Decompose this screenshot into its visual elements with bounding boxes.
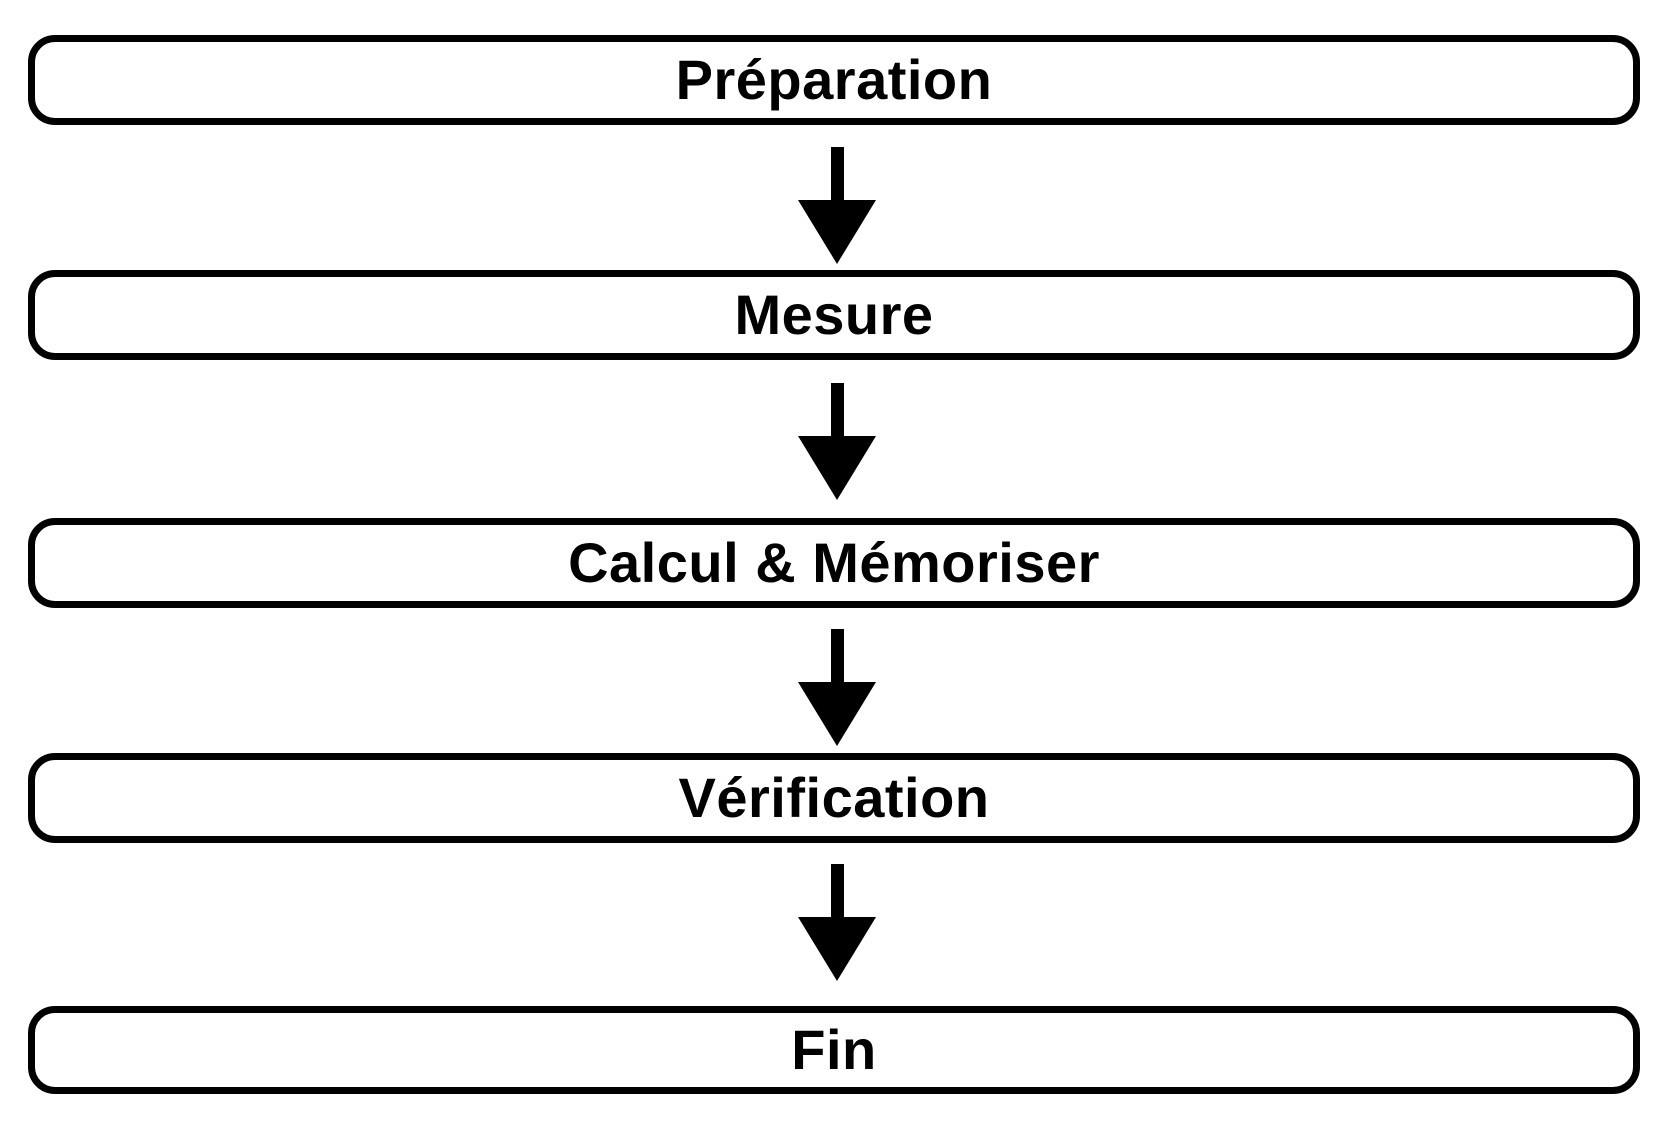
arrow-stem — [830, 147, 844, 200]
flow-node-verification-label: Vérification — [678, 766, 990, 829]
arrow-head — [798, 436, 876, 500]
arrow-stem — [830, 864, 844, 917]
flow-node-mesure: Mesure — [28, 270, 1640, 360]
down-arrow-icon — [798, 864, 876, 981]
flow-node-preparation: Préparation — [28, 35, 1640, 125]
down-arrow-icon — [798, 147, 876, 264]
arrow-head — [798, 682, 876, 746]
arrow-stem — [830, 383, 844, 436]
flow-node-fin-label: Fin — [791, 1018, 877, 1081]
arrow-stem — [830, 629, 844, 682]
flow-node-fin: Fin — [28, 1006, 1640, 1094]
flow-node-calcul-memoriser: Calcul & Mémoriser — [28, 518, 1640, 608]
flow-node-preparation-label: Préparation — [675, 48, 993, 111]
arrow-head — [798, 200, 876, 264]
flow-node-calcul-memoriser-label: Calcul & Mémoriser — [568, 531, 1100, 594]
flow-node-mesure-label: Mesure — [734, 283, 934, 346]
down-arrow-icon — [798, 629, 876, 746]
flow-node-verification: Vérification — [28, 753, 1640, 843]
arrow-head — [798, 917, 876, 981]
down-arrow-icon — [798, 383, 876, 500]
